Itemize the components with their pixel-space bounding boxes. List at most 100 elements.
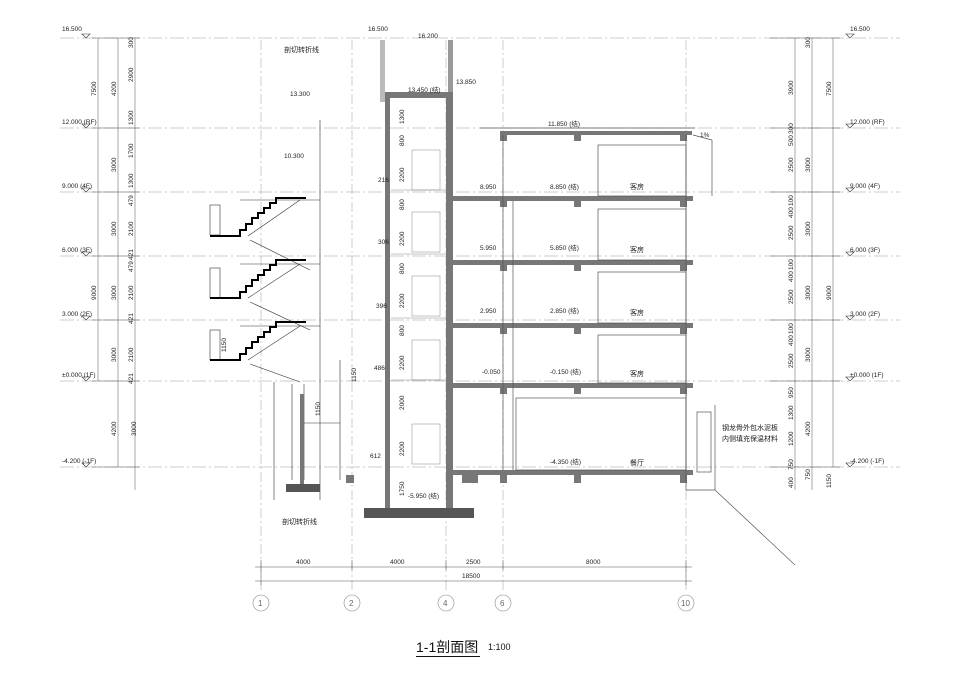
- basement-beam: [462, 475, 478, 483]
- level-right-5: ±0.000 (1F): [850, 372, 884, 379]
- sd-9: 2200: [399, 167, 406, 182]
- rdi-3: 500: [788, 135, 795, 146]
- rdm-2: 3000: [805, 285, 812, 300]
- level-right-1: 12.000 (RF): [850, 119, 885, 126]
- elev-7: 8.950: [480, 184, 497, 191]
- ldm-3: 3000: [111, 285, 118, 300]
- rdi-8: 100: [788, 259, 795, 270]
- ldi-4: 1300: [128, 173, 135, 188]
- bottom-dim-3: 8000: [586, 559, 601, 566]
- sd-7: 1150: [315, 402, 322, 416]
- sd-2: 396: [376, 303, 387, 310]
- ldi-11: 2100: [128, 347, 135, 362]
- rdi-10: 2500: [788, 289, 795, 304]
- rdi-12: 400: [788, 335, 795, 346]
- grid-label-2: 2: [349, 599, 354, 608]
- level-left-2: 9.000 (4F): [62, 183, 92, 190]
- rdo-0: 7500: [826, 81, 833, 96]
- sd-12: 800: [399, 263, 406, 274]
- level-right-3: 6.000 (3F): [850, 247, 880, 254]
- elev-5: 11.850 (结): [548, 119, 580, 128]
- elev-1: 16.200: [418, 33, 438, 40]
- rdi-19: 750: [805, 469, 812, 480]
- ldi-12: 421: [128, 373, 135, 384]
- sd-19: 1300: [399, 109, 406, 124]
- sd-3: 486: [374, 365, 385, 372]
- room-label-1f: 客房: [630, 369, 644, 378]
- elev-14: -0.150 (结): [550, 367, 581, 376]
- left-level-labels: 16.500 12.000 (RF) 9.000 (4F) 6.000 (3F)…: [62, 26, 97, 465]
- wall-note-line1: 钢龙骨外包水泥板: [722, 423, 778, 432]
- rdm-5: 1150: [826, 474, 833, 488]
- left-dims: 300 2900 1300 1700 1300 2100 479 421 210…: [91, 37, 138, 436]
- section-cut-label-bottom: 剖切转折线: [282, 517, 317, 526]
- sd-20: 1%: [700, 132, 710, 139]
- bottom-dim-1: 4000: [390, 559, 405, 566]
- rdi-4: 2500: [788, 157, 795, 172]
- left-dimension-lines: [92, 37, 140, 490]
- sd-5: 1150: [221, 338, 228, 352]
- ldi-5: 2100: [128, 221, 135, 236]
- ldi-7: 421: [128, 249, 135, 260]
- right-dims: 300 3900 300 500 2500 100 400 2500 100 4…: [788, 37, 833, 488]
- rdi-5: 100: [788, 195, 795, 206]
- rdi-16: 1200: [788, 431, 795, 446]
- sd-4: 612: [370, 453, 381, 460]
- room-label-4f: 客房: [630, 182, 644, 191]
- room-label-3f: 客房: [630, 245, 644, 254]
- right-dimension-lines: [770, 37, 840, 490]
- sd-17: 2200: [399, 441, 406, 456]
- ldi-2: 1300: [128, 110, 135, 125]
- room-label-b1: 餐厅: [630, 458, 644, 467]
- small-dims: 216 306 396 486 612 1150 1150 1150 800 2…: [221, 109, 710, 496]
- rdi-0: 300: [805, 37, 812, 48]
- rdm-4: 4200: [805, 421, 812, 436]
- level-lines: [60, 37, 900, 468]
- elev-13: -0.050: [482, 369, 501, 376]
- elev-10: 5.850 (结): [550, 243, 579, 252]
- elev-6: 10.300: [284, 153, 304, 160]
- bottom-dim-2: 2500: [466, 559, 481, 566]
- rdi-6: 400: [788, 207, 795, 218]
- ldi-3: 1700: [128, 143, 135, 158]
- rdo-1: 9000: [826, 285, 833, 300]
- bottom-dim-0: 4000: [296, 559, 311, 566]
- ldm-1: 3000: [111, 157, 118, 172]
- elev-16: -5.950 (结): [408, 491, 439, 500]
- sd-16: 2000: [399, 395, 406, 410]
- rdi-14: 950: [788, 387, 795, 398]
- elevator-core: [364, 40, 474, 518]
- sd-10: 800: [399, 199, 406, 210]
- basement-wall-left: [300, 394, 304, 484]
- rdi-2: 300: [788, 123, 795, 134]
- ldo-0: 7500: [91, 81, 98, 96]
- level-left-5: ±0.000 (1F): [62, 372, 96, 379]
- grid-label-4: 4: [443, 599, 448, 608]
- level-left-6: -4.200 (-1F): [62, 458, 96, 465]
- level-right-2: 9.000 (4F): [850, 183, 880, 190]
- rdi-13: 2500: [788, 353, 795, 368]
- rdm-1: 3000: [805, 221, 812, 236]
- elev-4: 13.300: [290, 91, 310, 98]
- rdi-11: 100: [788, 323, 795, 334]
- elev-15: -4.350 (结): [550, 457, 581, 466]
- level-right-6: -4.200 (-1F): [850, 458, 884, 465]
- rdi-18: 400: [788, 477, 795, 488]
- elev-11: 2.950: [480, 308, 497, 315]
- right-level-labels: 16.500 12.000 (RF) 9.000 (4F) 6.000 (3F)…: [850, 26, 885, 465]
- ldi-8: 2100: [128, 285, 135, 300]
- sd-8: 800: [399, 135, 406, 146]
- left-footing: [286, 484, 320, 492]
- grid-label-10: 10: [681, 599, 690, 608]
- elevation-labels: 16.500 16.200 13.850 13.450 (结) 13.300 1…: [284, 26, 581, 500]
- total-dim: 18500: [462, 573, 480, 580]
- ldm-4: 3000: [131, 421, 138, 436]
- drawing-title: 1-1剖面图: [416, 639, 479, 655]
- drawing-scale: 1:100: [488, 642, 511, 652]
- level-markers: [81, 33, 855, 468]
- stair-treads: [210, 197, 306, 361]
- grid-bubbles: [252, 594, 695, 612]
- sd-18: 1750: [399, 481, 406, 496]
- rdi-17: 750: [788, 459, 795, 470]
- rdm-3: 3000: [805, 347, 812, 362]
